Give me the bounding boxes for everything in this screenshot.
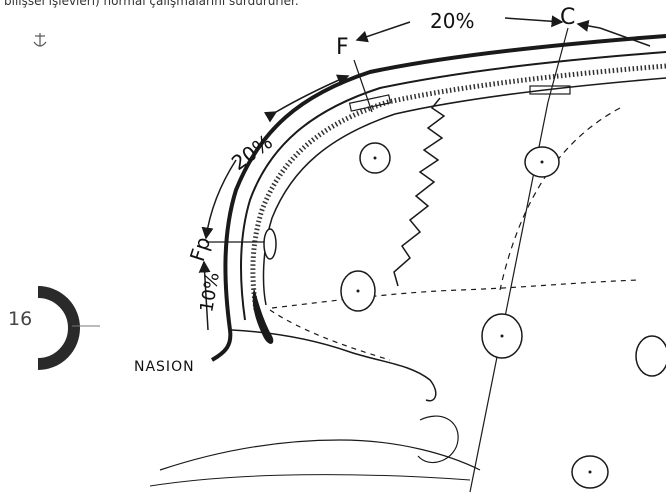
electrode-circle-temporal <box>482 314 522 358</box>
pct-label-top: 20% <box>430 9 474 33</box>
electrode-circle-fp <box>264 229 276 259</box>
arrow-fp-to-f-upper <box>276 76 348 112</box>
page-number: 16 <box>8 308 32 330</box>
arrow-c-right <box>578 24 600 28</box>
label-nasion: NASION <box>134 359 195 375</box>
electrode-circle-right-edge <box>636 336 666 376</box>
label-f: F <box>336 35 349 60</box>
label-fp: Fp <box>185 234 215 264</box>
frontal-sinus <box>253 288 274 344</box>
c-vertical-line <box>548 28 568 102</box>
arrow-f-to-c-right <box>505 18 562 22</box>
electrode-circle-lower-frontal <box>341 271 375 311</box>
face-contour <box>232 330 436 401</box>
central-sulcus <box>394 98 444 286</box>
dashed-projection-1 <box>500 108 620 290</box>
electrode-circle-frontal <box>360 143 390 173</box>
jaw-contour <box>160 440 480 470</box>
pct-label-lower: 10% <box>196 271 224 314</box>
dashed-projection-2 <box>272 280 640 308</box>
label-c: C <box>560 5 575 30</box>
electrode-circle-lower <box>572 456 608 488</box>
anchor-icon <box>34 33 46 46</box>
skull-inner-layer <box>241 52 666 320</box>
page-tab-arc <box>38 292 74 364</box>
electrode-circle-central <box>525 147 559 177</box>
ear-canal <box>418 416 458 462</box>
jaw-contour-lower <box>150 475 470 486</box>
dashed-projection-3 <box>270 310 390 360</box>
f-radial-line <box>354 60 372 112</box>
meninges-dotted <box>253 66 666 310</box>
arrow-f-to-c-left <box>357 22 410 40</box>
